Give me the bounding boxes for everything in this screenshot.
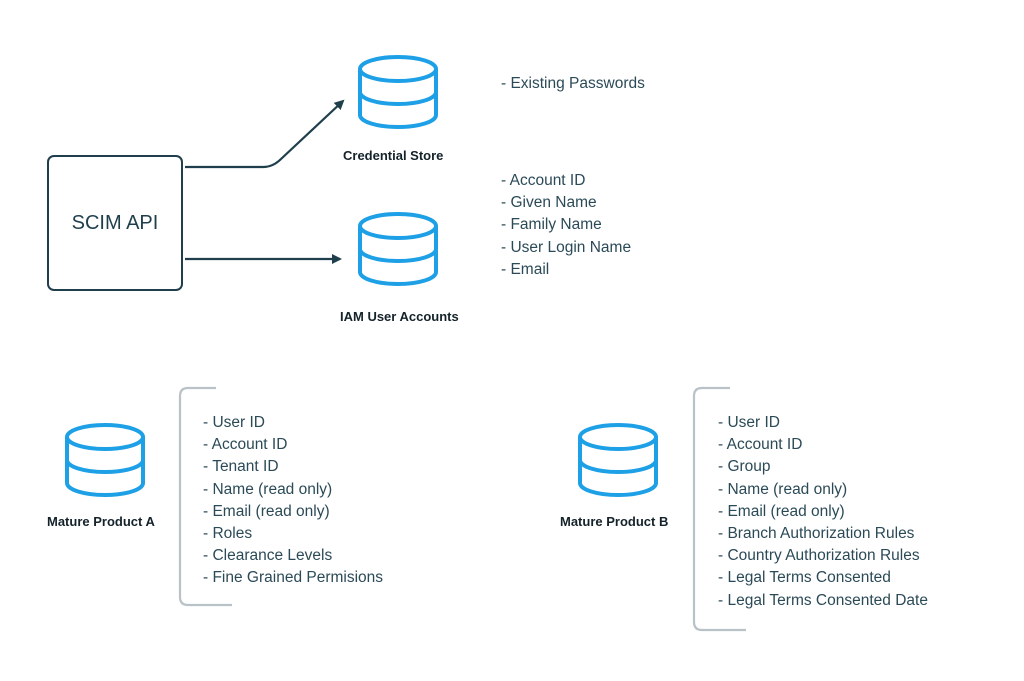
list-item: - Account ID (501, 172, 586, 189)
database-icon (358, 212, 438, 286)
bracket-product-b (692, 386, 746, 632)
list-item: - Tenant ID (203, 458, 279, 476)
iam-user-accounts-label: IAM User Accounts (340, 309, 459, 324)
list-item: - Account ID (718, 436, 803, 454)
list-item: - Account ID (203, 436, 288, 454)
list-item: - Name (read only) (718, 480, 848, 498)
list-item: - Group (718, 458, 771, 476)
list-item: - Family Name (501, 216, 602, 234)
list-item: - Email (read only) (718, 502, 845, 520)
list-item: - Roles (203, 525, 253, 543)
list-item: - Given Name (501, 194, 597, 212)
database-icon (358, 55, 438, 129)
list-item: - User ID (203, 414, 265, 431)
credential-store-attributes: - Existing Passwords (501, 73, 645, 95)
database-icon (578, 423, 658, 497)
mature-product-b-label: Mature Product B (560, 514, 669, 529)
list-item: - Existing Passwords (501, 75, 645, 92)
mature-product-a-attributes: - User ID - Account ID - Tenant ID - Nam… (203, 412, 383, 590)
arrow-scim-to-credential-store (185, 99, 345, 169)
list-item: - User ID (718, 414, 780, 431)
database-icon (65, 423, 145, 497)
mature-product-a-label: Mature Product A (47, 514, 155, 529)
list-item: - Clearance Levels (203, 547, 333, 565)
bracket-product-a (178, 386, 232, 607)
scim-api-box: SCIM API (47, 155, 183, 291)
list-item: - Legal Terms Consented (718, 569, 891, 587)
credential-store-label: Credential Store (343, 148, 444, 163)
list-item: - Legal Terms Consented Date (718, 591, 928, 609)
scim-api-label: SCIM API (71, 211, 159, 234)
iam-user-accounts-attributes: - Account ID - Given Name - Family Name … (501, 170, 631, 281)
list-item: - Email (501, 260, 550, 278)
mature-product-b-attributes: - User ID - Account ID - Group - Name (r… (718, 412, 928, 612)
list-item: - Name (read only) (203, 480, 333, 498)
list-item: - Fine Grained Permisions (203, 569, 384, 587)
list-item: - Email (read only) (203, 502, 330, 520)
list-item: - User Login Name (501, 238, 632, 256)
list-item: - Branch Authorization Rules (718, 525, 915, 543)
list-item: - Country Authorization Rules (718, 547, 920, 565)
